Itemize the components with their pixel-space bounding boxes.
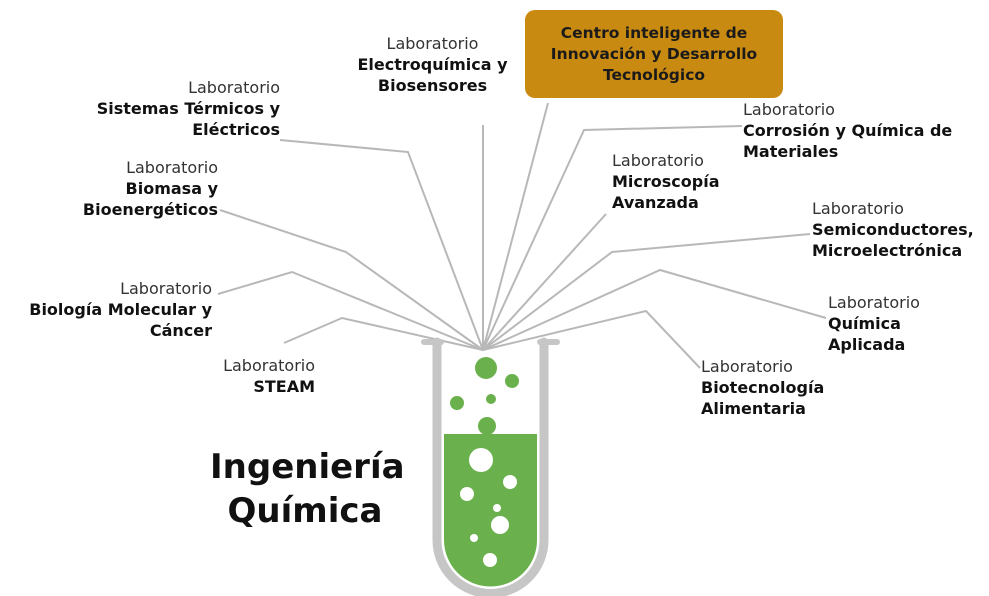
bubble [483, 553, 497, 567]
lab-kind: Laboratorio [126, 158, 218, 177]
lab-kind: Laboratorio [812, 199, 904, 218]
connector-line [279, 139, 484, 351]
connector-line [219, 209, 484, 351]
title-line-2: Química [227, 491, 383, 531]
connector-line [482, 102, 549, 351]
centro-innovacion-box: Centro inteligente de Innovación y Desar… [525, 10, 783, 98]
liquid [444, 434, 537, 587]
bubble [491, 516, 509, 534]
lab-kind: Laboratorio [223, 356, 315, 375]
lab-kind: Laboratorio [828, 293, 920, 312]
lab-name-line: Corrosión y Química de [743, 121, 953, 140]
bubble [486, 394, 496, 404]
lab-name-line: Eléctricos [192, 120, 280, 139]
bubble [505, 374, 519, 388]
connector-line [217, 270, 484, 351]
connector-line [283, 316, 484, 351]
lab-kind: Laboratorio [612, 151, 704, 170]
lab-sistemas-termicos: Laboratorio Sistemas Térmicos y Eléctric… [70, 77, 280, 140]
lab-semiconductores: Laboratorio Semiconductores, Microelectr… [812, 198, 987, 261]
test-tube [421, 337, 560, 596]
bubble [470, 534, 478, 542]
connector-line [482, 268, 827, 351]
lab-name-line: Química [828, 314, 901, 333]
lab-kind: Laboratorio [188, 78, 280, 97]
bubble [493, 504, 501, 512]
lab-name-line: Biosensores [377, 76, 488, 95]
lab-kind: Laboratorio [743, 100, 835, 119]
lab-biomasa: Laboratorio Biomasa y Bioenergéticos [55, 157, 218, 220]
centro-line-3: Tecnológico [602, 65, 706, 84]
connector-line [482, 309, 701, 369]
lab-name-line: Biomasa y [125, 179, 218, 198]
title-line-1: Ingeniería [210, 447, 405, 487]
connector-line [482, 125, 743, 351]
lab-biotecnologia: Laboratorio Biotecnología Alimentaria [701, 356, 851, 419]
lab-name-line: Alimentaria [701, 399, 806, 418]
lab-name-line: Microscopía [612, 172, 720, 191]
lab-corrosion: Laboratorio Corrosión y Química de Mater… [743, 99, 983, 162]
lab-biologia-molecular: Laboratorio Biología Molecular y Cáncer [5, 278, 212, 341]
lab-name-line: Bioenergéticos [82, 200, 218, 219]
lab-name-line: Biología Molecular y [29, 300, 212, 319]
lab-name-line: Microelectrónica [812, 241, 963, 260]
centro-line-2: Innovación y Desarrollo [550, 44, 758, 63]
lab-name-line: Semiconductores, [812, 220, 974, 239]
lab-steam: Laboratorio STEAM [195, 355, 315, 397]
lab-microscopia: Laboratorio Microscopía Avanzada [612, 150, 742, 213]
bubble [469, 448, 493, 472]
bubbles [450, 357, 519, 567]
lab-name-line: Avanzada [612, 193, 699, 212]
bubble [460, 487, 474, 501]
lab-quimica-aplicada: Laboratorio Química Aplicada [828, 292, 968, 355]
lab-name-line: Materiales [743, 142, 839, 161]
bubble [450, 396, 464, 410]
connector-lines [217, 102, 827, 369]
bubble [478, 417, 496, 435]
bubble [475, 357, 497, 379]
tube-outline [432, 337, 549, 596]
lab-kind: Laboratorio [120, 279, 212, 298]
lab-name-line: Sistemas Térmicos y [96, 99, 280, 118]
lab-name-line: Aplicada [828, 335, 906, 354]
lab-kind: Laboratorio [386, 34, 479, 53]
connector-line [482, 233, 811, 351]
bubble [503, 475, 517, 489]
centro-line-1: Centro inteligente de [560, 23, 748, 42]
lab-name-line: Electroquímica y [357, 55, 508, 74]
lab-name-line: Biotecnología [701, 378, 825, 397]
lab-electroquimica: Laboratorio Electroquímica y Biosensores [345, 33, 520, 96]
lab-name-line: STEAM [253, 377, 315, 396]
lab-kind: Laboratorio [701, 357, 793, 376]
lab-name-line: Cáncer [149, 321, 212, 340]
connector-line [482, 213, 607, 351]
main-title: Ingeniería Química [210, 445, 405, 533]
